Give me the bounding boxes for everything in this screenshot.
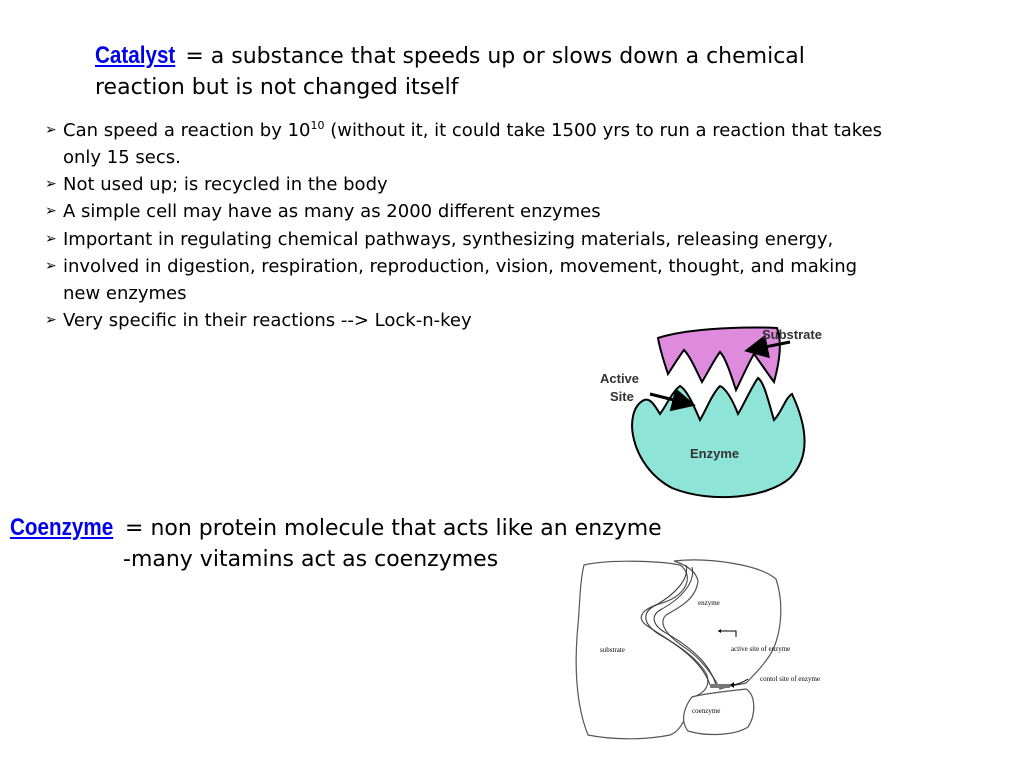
substrate-label: substrate: [600, 646, 625, 654]
active-site-pointer-arrow: [718, 630, 737, 637]
enzyme-label: Enzyme: [690, 446, 739, 461]
active-site-label-line2: Site: [610, 389, 634, 404]
list-item: ➢involved in digestion, respiration, rep…: [45, 253, 885, 307]
active-site-label-line1: Active: [600, 371, 639, 386]
list-item: ➢A simple cell may have as many as 2000 …: [45, 198, 885, 225]
coenzyme-definition: Coenzyme = non protein molecule that act…: [10, 512, 730, 575]
enzyme-label: enzyme: [698, 599, 720, 607]
coenzyme-definition-text: = non protein molecule that acts like an…: [118, 516, 662, 541]
active-site-pointer-arrow: [649, 387, 696, 412]
arrow-bullet-icon: ➢: [45, 231, 57, 247]
coenzyme-note: -many vitamins act as coenzymes: [123, 547, 499, 572]
substrate-shape: [575, 560, 709, 740]
catalyst-definition: Catalyst = a substance that speeds up or…: [95, 40, 875, 103]
list-item: ➢Very specific in their reactions --> Lo…: [45, 307, 885, 334]
exponent: 10: [310, 119, 325, 132]
catalyst-term[interactable]: Catalyst: [95, 42, 176, 69]
list-item: ➢Not used up; is recycled in the body: [45, 171, 885, 198]
coenzyme-diagram: enzyme substrate active site of enzyme c…: [575, 559, 820, 740]
catalyst-definition-text: = a substance that speeds up or slows do…: [95, 44, 805, 100]
substrate-label: Substrate: [762, 327, 822, 342]
control-site-label: contol site of enzyme: [760, 675, 820, 683]
list-item: ➢Can speed a reaction by 1010 (without i…: [45, 119, 883, 168]
coenzyme-label: coenzyme: [692, 707, 720, 715]
active-site-label: active site of enzyme: [731, 645, 790, 653]
arrow-bullet-icon: ➢: [45, 122, 57, 138]
arrow-bullet-icon: ➢: [45, 176, 57, 192]
arrow-bullet-icon: ➢: [45, 258, 57, 274]
lock-and-key-diagram: Substrate Active Site Enzyme: [600, 326, 822, 499]
binding-channel: [645, 564, 711, 686]
arrow-bullet-icon: ➢: [45, 203, 57, 219]
list-item: ➢Important in regulating chemical pathwa…: [45, 226, 885, 253]
arrow-bullet-icon: ➢: [45, 312, 57, 328]
catalyst-facts-list: ➢Can speed a reaction by 1010 (without i…: [45, 117, 885, 334]
coenzyme-term[interactable]: Coenzyme: [10, 514, 114, 541]
substrate-pointer-arrow: [744, 334, 791, 359]
control-site-marker: [710, 684, 730, 688]
coenzyme-shape: [683, 688, 755, 736]
